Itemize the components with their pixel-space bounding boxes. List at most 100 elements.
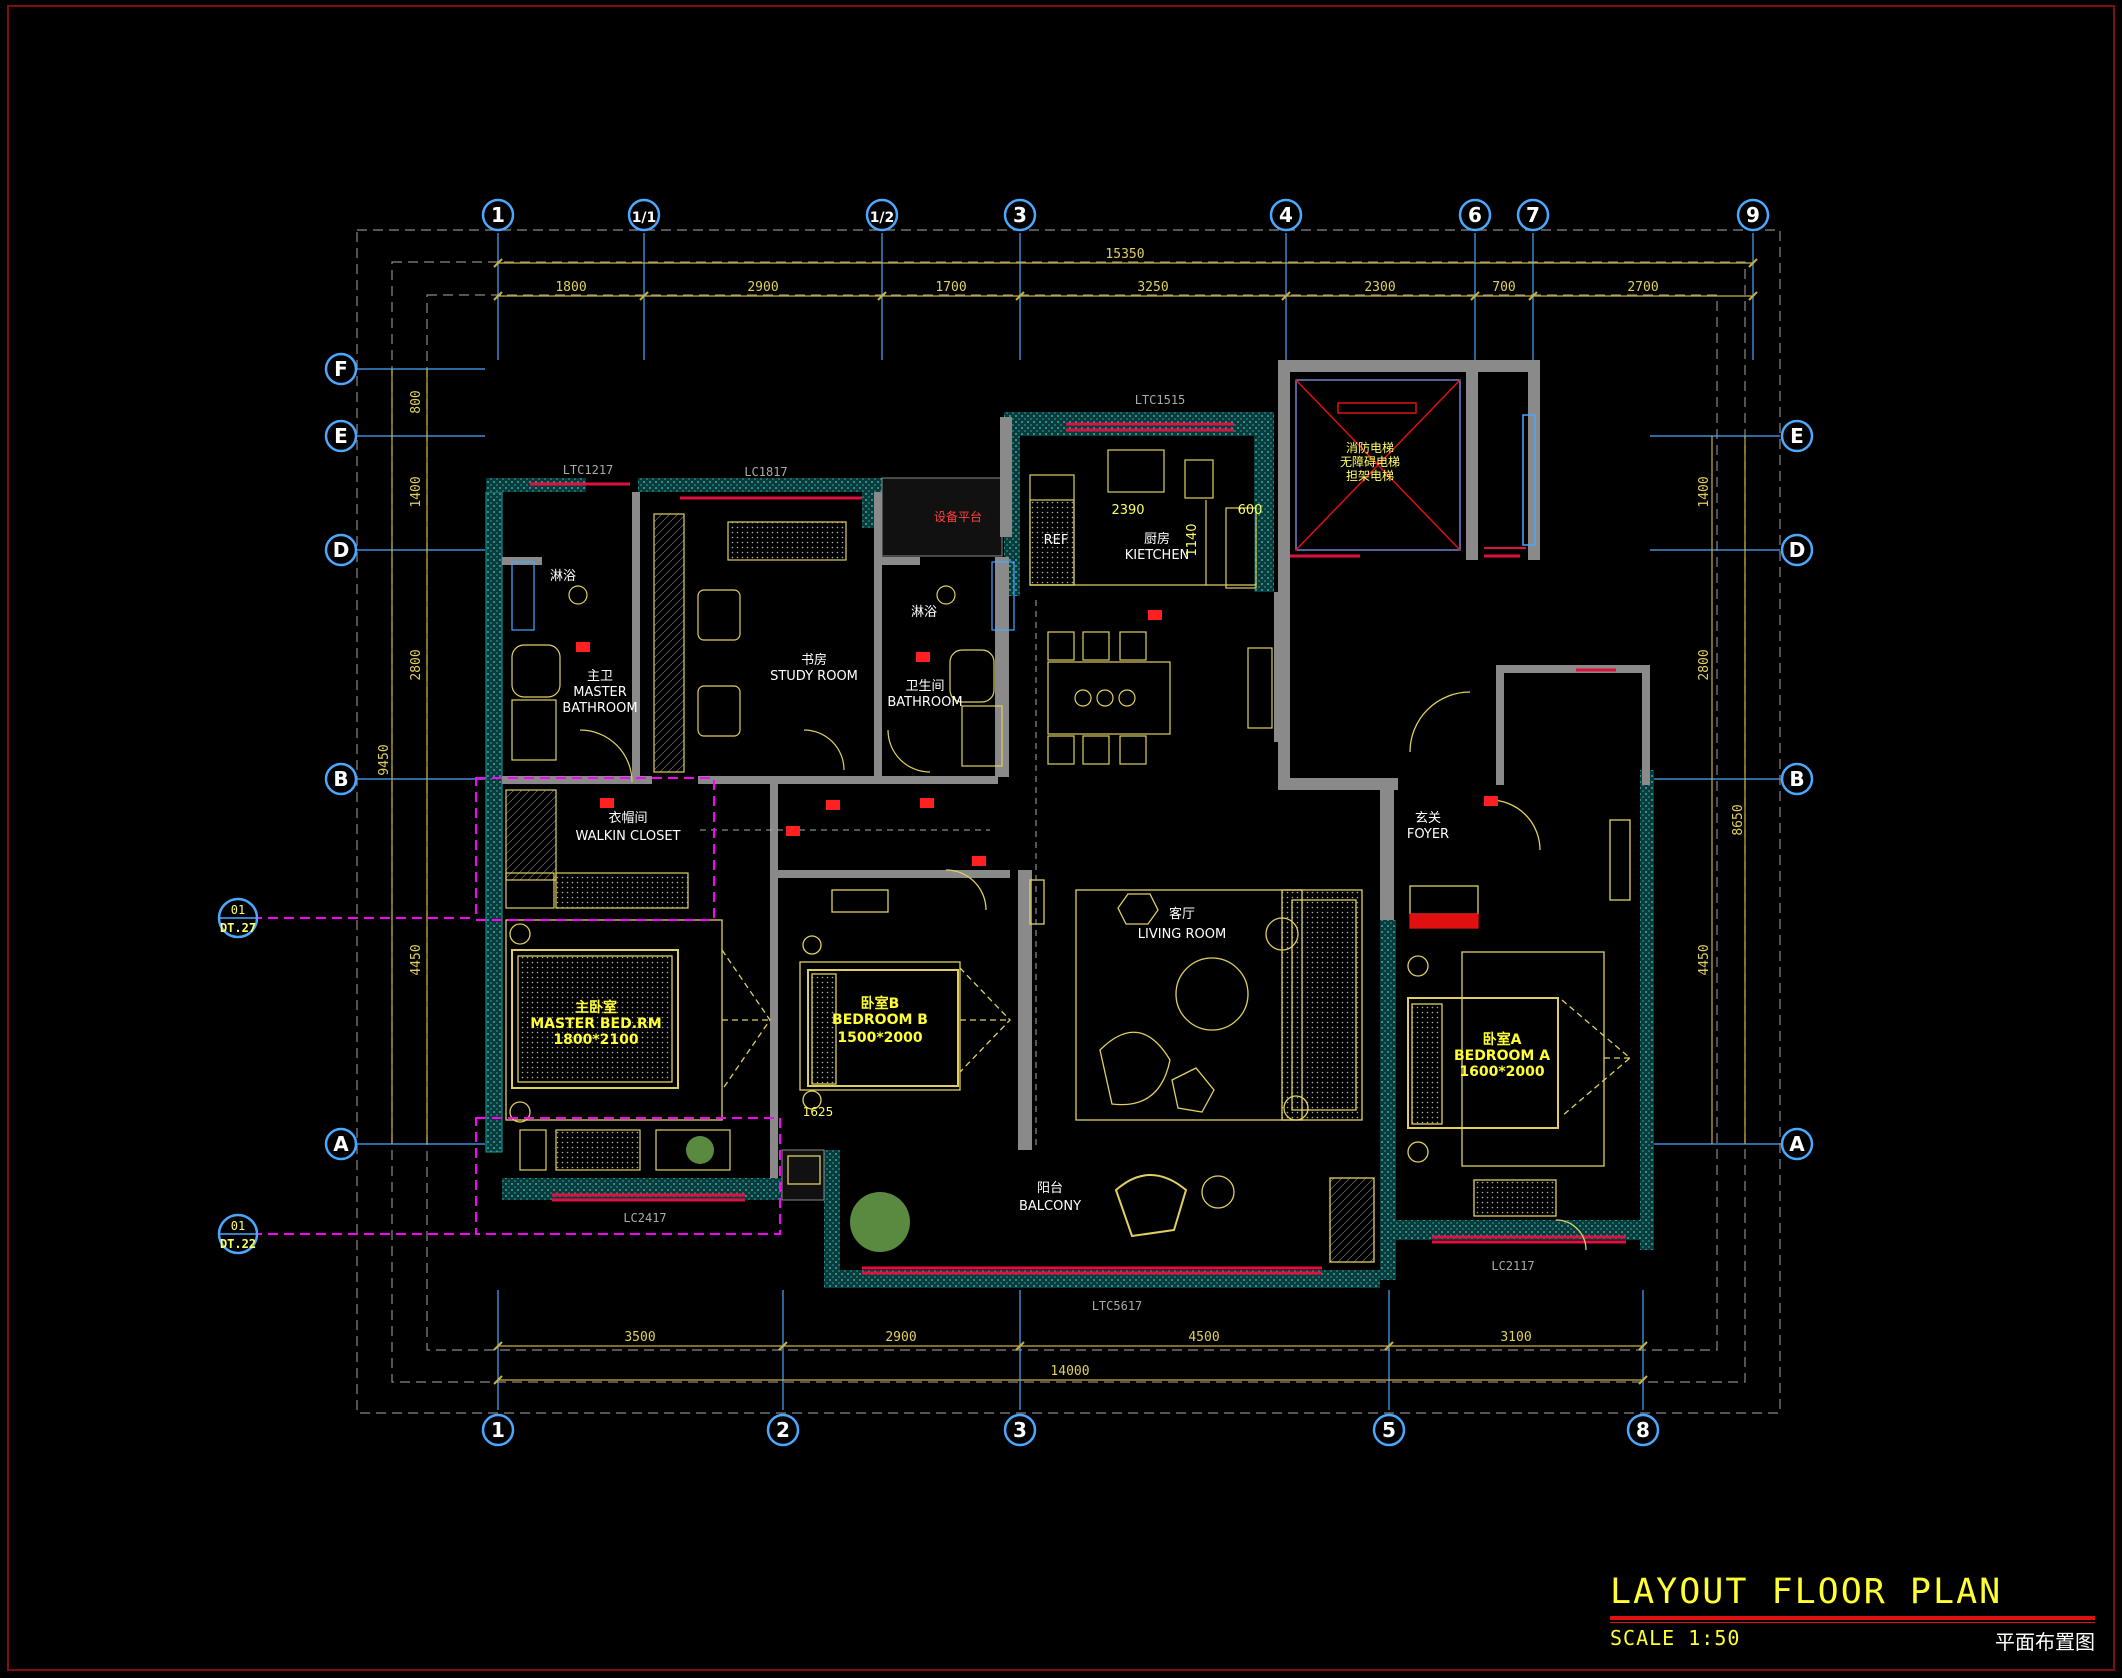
label-bed-a-size: 1600*2000 xyxy=(1459,1064,1545,1080)
dim-top-4: 3250 xyxy=(1137,280,1168,295)
dimension-lines xyxy=(391,262,1753,1381)
label-master-bath-cn: 主卫 xyxy=(587,669,613,684)
dim-right-3: 4450 xyxy=(1697,944,1712,975)
label-ref: REF xyxy=(1044,533,1069,548)
grid-right-e: E xyxy=(1790,424,1804,448)
callout-2-num: 01 xyxy=(231,1219,245,1233)
label-living-cn: 客厅 xyxy=(1169,906,1195,922)
dim-bottom-4: 3100 xyxy=(1500,1330,1531,1345)
dim-left-3: 2800 xyxy=(409,649,424,680)
dim-bottom-1: 3500 xyxy=(624,1330,655,1345)
dim-right-2: 2800 xyxy=(1697,649,1712,680)
label-study-cn: 书房 xyxy=(801,652,827,668)
drawing-scale: SCALE 1:50 xyxy=(1610,1626,1741,1650)
grid-top-7: 7 xyxy=(1526,203,1540,227)
grid-left-f: F xyxy=(334,357,348,381)
grid-labels: 1 1/1 1/2 3 4 6 7 9 1 2 3 5 8 F E D B A … xyxy=(333,203,1806,1442)
label-master-bed-en: MASTER BED.RM xyxy=(530,1016,662,1032)
grid-top-1: 1 xyxy=(491,203,505,227)
grid-right-a: A xyxy=(1789,1132,1805,1156)
label-bed-b-cn: 卧室B xyxy=(861,995,900,1012)
grid-left-d: D xyxy=(333,538,350,562)
label-master-bed-size: 1800*2100 xyxy=(553,1032,639,1048)
living-furniture xyxy=(1029,879,1363,1121)
grid-top-1-2: 1/2 xyxy=(870,210,895,226)
master-bedroom-furniture xyxy=(505,919,771,1123)
label-small-dim: 1625 xyxy=(803,1105,834,1119)
label-kitchen-en: KIETCHEN xyxy=(1125,548,1190,563)
label-bath-en: BATHROOM xyxy=(887,695,962,710)
window-lc1817: LC1817 xyxy=(744,465,787,479)
callout-text: 01 DT.27 01 DT.22 xyxy=(220,903,256,1251)
detail-callouts xyxy=(252,777,781,1235)
label-equip: 设备平台 xyxy=(934,509,982,524)
label-master-bath-en1: MASTER xyxy=(573,685,627,700)
label-bed-a-en: BEDROOM A xyxy=(1454,1048,1550,1064)
grid-bottom-1: 1 xyxy=(491,1418,505,1442)
foyer-furniture xyxy=(1409,691,1541,929)
room-labels: 淋浴 主卫 MASTER BATHROOM 书房 STUDY ROOM 淋浴 卫… xyxy=(550,440,1449,1214)
label-living-en: LIVING ROOM xyxy=(1138,927,1226,942)
study-furniture xyxy=(653,513,847,773)
title-block: LAYOUT FLOOR PLAN SCALE 1:50 平面布置图 xyxy=(1610,1570,2095,1654)
label-kdim3: 600 xyxy=(1238,503,1263,518)
dim-bottom-3: 4500 xyxy=(1188,1330,1219,1345)
grid-left-e: E xyxy=(334,424,348,448)
dim-left-4: 4450 xyxy=(409,944,424,975)
window-ltc5617: LTC5617 xyxy=(1092,1299,1143,1313)
label-master-bed-cn: 主卧室 xyxy=(575,999,617,1016)
label-balcony-cn: 阳台 xyxy=(1037,1181,1063,1196)
label-bed-b-en: BEDROOM B xyxy=(832,1012,928,1028)
grid-top-3: 3 xyxy=(1013,203,1027,227)
dim-right-1: 1400 xyxy=(1697,476,1712,507)
window-ltc1217: LTC1217 xyxy=(563,463,614,477)
bathroom-fixtures xyxy=(511,561,1015,783)
hidden-lines xyxy=(700,600,1037,1146)
dim-top-5: 2300 xyxy=(1364,280,1395,295)
dim-left-1: 800 xyxy=(409,390,424,413)
grid-right-d: D xyxy=(1789,538,1806,562)
label-bath-cn: 卫生间 xyxy=(905,679,944,694)
dim-top-7: 2700 xyxy=(1627,280,1658,295)
title-underline-thin xyxy=(1610,1622,2095,1623)
dimension-ticks xyxy=(493,258,1758,1385)
dim-left-total: 9450 xyxy=(377,744,392,775)
label-bed-b-size: 1500*2000 xyxy=(837,1030,923,1046)
callout-1-num: 01 xyxy=(231,903,245,917)
callout-2-ref: DT.22 xyxy=(220,1237,256,1251)
label-kdim1: 2390 xyxy=(1111,503,1144,518)
window-labels: LTC1217 LC1817 LTC1515 LC2417 LTC5617 LC… xyxy=(563,393,1535,1313)
exterior-walls xyxy=(485,412,1654,1288)
bedroom-b-furniture xyxy=(799,869,1011,1110)
balcony-plants xyxy=(686,1136,910,1252)
window-lc2117: LC2117 xyxy=(1491,1259,1534,1273)
dim-top-1: 1800 xyxy=(555,280,586,295)
label-foyer-cn: 玄关 xyxy=(1415,811,1441,826)
grid-bubbles xyxy=(324,198,1814,1447)
interior-walls xyxy=(502,360,1650,1178)
bedroom-a-furniture xyxy=(1407,819,1632,1251)
grid-left-b: B xyxy=(333,767,348,791)
dim-top-total: 15350 xyxy=(1105,247,1144,262)
grid-bottom-3: 3 xyxy=(1013,1418,1027,1442)
dim-bottom-2: 2900 xyxy=(885,1330,916,1345)
bedroom-labels: 主卧室 MASTER BED.RM 1800*2100 卧室B BEDROOM … xyxy=(530,995,1550,1080)
label-elev1: 消防电梯 xyxy=(1346,440,1394,455)
grid-bottom-2: 2 xyxy=(776,1418,790,1442)
dimension-text: 15350 1800 2900 1700 3250 2300 700 2700 … xyxy=(377,247,1746,1379)
dining-set xyxy=(1047,631,1273,765)
label-shower-2: 淋浴 xyxy=(911,605,937,620)
dim-top-3: 1700 xyxy=(935,280,966,295)
label-kdim2: 1140 xyxy=(1185,523,1200,556)
grid-top-1-1: 1/1 xyxy=(632,210,657,226)
label-elev3: 担架电梯 xyxy=(1346,469,1394,483)
drawing-frame xyxy=(7,5,2115,1671)
grid-top-4: 4 xyxy=(1279,203,1293,227)
label-kitchen-cn: 厨房 xyxy=(1144,531,1170,547)
closet-fixtures xyxy=(505,789,689,909)
label-bed-a-cn: 卧室A xyxy=(1483,1031,1522,1048)
dim-top-6: 700 xyxy=(1492,280,1515,295)
dim-right-total: 8650 xyxy=(1731,804,1746,835)
dim-bottom-total: 14000 xyxy=(1050,1364,1089,1379)
